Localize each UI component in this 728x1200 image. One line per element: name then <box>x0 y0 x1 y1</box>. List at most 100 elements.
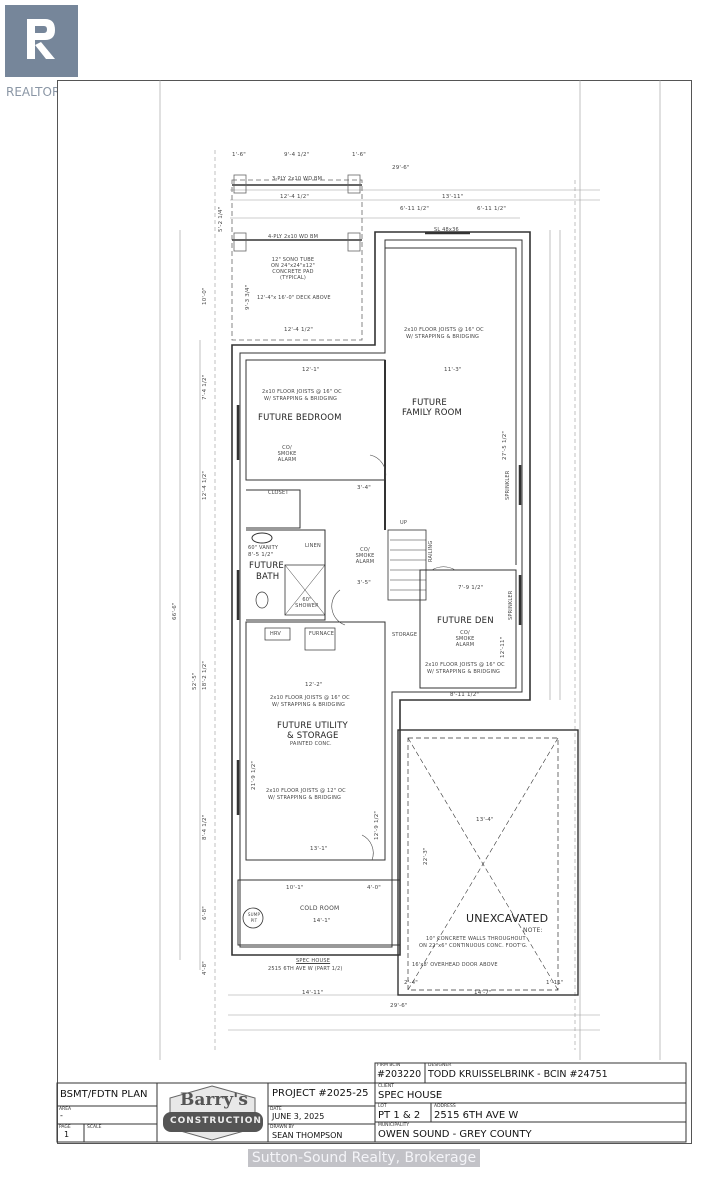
municipality: OWEN SOUND - GREY COUNTY <box>378 1129 532 1140</box>
room-label-bath-2: BATH <box>256 572 280 582</box>
joist-note-bedroom: 2x10 FLOOR JOISTS @ 16" OC <box>262 389 342 395</box>
dimension: 14'-11" <box>302 990 324 996</box>
foundation-walls <box>231 231 579 996</box>
room-label-unexcavated: UNEXCAVATED <box>466 912 549 925</box>
area: - <box>60 1111 63 1120</box>
room-label-bedroom: FUTURE BEDROOM <box>258 413 342 423</box>
client: SPEC HOUSE <box>378 1090 443 1101</box>
dimension: 29'-6" <box>392 165 410 171</box>
hrv-label: HRV <box>270 631 281 637</box>
area-label: AREA <box>59 1107 72 1112</box>
room-label-utility-2: & STORAGE <box>287 731 339 741</box>
door-swings <box>331 454 456 861</box>
dimension: 1'-6" <box>352 152 367 158</box>
room-label-den: FUTURE DEN <box>437 616 494 626</box>
vanity-label: 60" VANITY <box>248 545 279 551</box>
joist-note-family: 2x10 FLOOR JOISTS @ 16" OC <box>404 327 484 333</box>
project-number: PROJECT #2025-25 <box>272 1088 369 1099</box>
room-label-utility-3: PAINTED CONC. <box>290 741 332 747</box>
dimension: 10'-1" <box>286 885 304 891</box>
overhead-door-note: 16'x8' OVERHEAD DOOR ABOVE <box>412 962 498 968</box>
deck-outline <box>231 174 363 341</box>
linen-label: LINEN <box>305 543 321 549</box>
dimension: 6'-11 1/2" <box>400 206 430 212</box>
barrys-logo <box>163 1085 263 1141</box>
dimension: 11'-3" <box>444 367 462 373</box>
windows <box>236 231 522 815</box>
firm-bcin-label: FIRM BCIN <box>377 1063 401 1068</box>
dimension: 6'-11 1/2" <box>477 206 507 212</box>
deck-above-note: 12'-4"x 16'-0" DECK ABOVE <box>257 295 331 301</box>
strapping-note-den: W/ STRAPPING & BRIDGING <box>427 669 501 675</box>
dimension: 12'-1" <box>302 367 320 373</box>
realtor-logo: REALTOR® <box>5 5 78 99</box>
dimension: 14'-1" <box>313 918 331 924</box>
scale-label: SCALE <box>87 1125 102 1130</box>
plan-name: BSMT/FDTN PLAN <box>60 1089 148 1100</box>
date-label: DATE <box>270 1107 282 1112</box>
address-label: ADDRESS <box>434 1104 456 1109</box>
unexcavated-note-1: 10" CONCRETE WALLS THROUGHOUT <box>426 936 526 942</box>
dimension: 8'-5 1/2" <box>248 552 274 558</box>
brokerage-watermark-text: Sutton-Sound Realty, Brokerage <box>247 1149 481 1167</box>
house-address: 2515 6TH AVE W (PART 1/2) <box>268 966 343 972</box>
logo-barrys: Barry's <box>180 1090 248 1110</box>
joist-note-utility: 2x10 FLOOR JOISTS @ 16" OC <box>270 695 350 701</box>
dimension: 8'-11 1/2" <box>450 692 480 698</box>
realtor-logo-box <box>5 5 78 77</box>
designer-label: DESIGNER <box>428 1063 452 1068</box>
smoke-alarm-hall: CO/ SMOKE ALARM <box>355 547 375 565</box>
dimension: 13'-1" <box>310 846 328 852</box>
closet-label: CLOSET <box>268 490 289 496</box>
designer: TODD KRUISSELBRINK - BCIN #24751 <box>428 1069 608 1080</box>
date: JUNE 3, 2025 <box>272 1112 325 1121</box>
page-number: 1 <box>64 1130 70 1139</box>
drawn-by: SEAN THOMPSON <box>272 1131 343 1140</box>
unexcavated-note-title: NOTE: <box>523 927 543 934</box>
stairs <box>390 539 426 591</box>
dimension: 7'-9 1/2" <box>458 585 484 591</box>
realtor-logo-text: REALTOR® <box>6 85 73 99</box>
beam-3ply-note: 3-PLY 2x10 WD BM <box>272 176 323 182</box>
room-label-utility-1: FUTURE UTILITY <box>277 721 348 731</box>
strapping-note-bedroom: W/ STRAPPING & BRIDGING <box>264 396 338 402</box>
room-label-bath-1: FUTURE <box>249 561 285 571</box>
realtor-r-icon <box>27 19 55 59</box>
sono-tube-note: 12" SONO TUBE ON 24"x24"x12" CONCRETE PA… <box>271 257 315 281</box>
shower-label: 60" SHOWER <box>295 597 319 609</box>
dimension: 29'-6" <box>390 1003 408 1009</box>
window-label: SL 48x36 <box>434 227 459 233</box>
dimension: 3'-4" <box>357 485 372 491</box>
dimension: 13'-4" <box>476 817 494 823</box>
brokerage-watermark: Sutton-Sound Realty, Brokerage <box>0 1149 728 1167</box>
smoke-alarm-bedroom: CO/ SMOKE ALARM <box>277 445 297 463</box>
strapping-note-family: W/ STRAPPING & BRIDGING <box>406 334 480 340</box>
strapping-note-utility: W/ STRAPPING & BRIDGING <box>272 702 346 708</box>
drawn-by-label: DRAWN BY <box>270 1125 295 1130</box>
dimension: 12'-2" <box>305 682 323 688</box>
room-label-family-2: FAMILY ROOM <box>402 408 463 418</box>
lot: PT 1 & 2 <box>378 1110 421 1121</box>
firm-bcin: #203220 <box>377 1069 422 1080</box>
page-label: PAGE <box>59 1125 71 1130</box>
dimension: 14'-7" <box>474 990 492 996</box>
beam-4ply-note: 4-PLY 2x10 WD BM <box>268 234 319 240</box>
dimension: 9'-4 1/2" <box>284 152 310 158</box>
sump-pit-label: SUMP PIT <box>247 912 261 923</box>
logo-construction: CONSTRUCTION <box>170 1116 262 1126</box>
joist-note-den: 2x10 FLOOR JOISTS @ 16" OC <box>425 662 505 668</box>
joist-note-utility-12: 2x10 FLOOR JOISTS @ 12" OC <box>266 788 346 794</box>
dimension: 4'-0" <box>367 885 382 891</box>
dimension: 13'-11" <box>442 194 464 200</box>
dimension: 2'-4" <box>404 980 419 986</box>
dimension: 3'-5" <box>357 580 372 586</box>
municipality-label: MUNICIPALITY <box>378 1123 410 1128</box>
furnace-label: FURNACE <box>309 631 335 637</box>
stairs-up-label: UP <box>400 520 408 526</box>
address: 2515 6TH AVE W <box>434 1110 519 1121</box>
strapping-note-utility-12: W/ STRAPPING & BRIDGING <box>268 795 342 801</box>
house-name: SPEC HOUSE <box>296 958 331 964</box>
storage-label: STORAGE <box>392 632 418 638</box>
